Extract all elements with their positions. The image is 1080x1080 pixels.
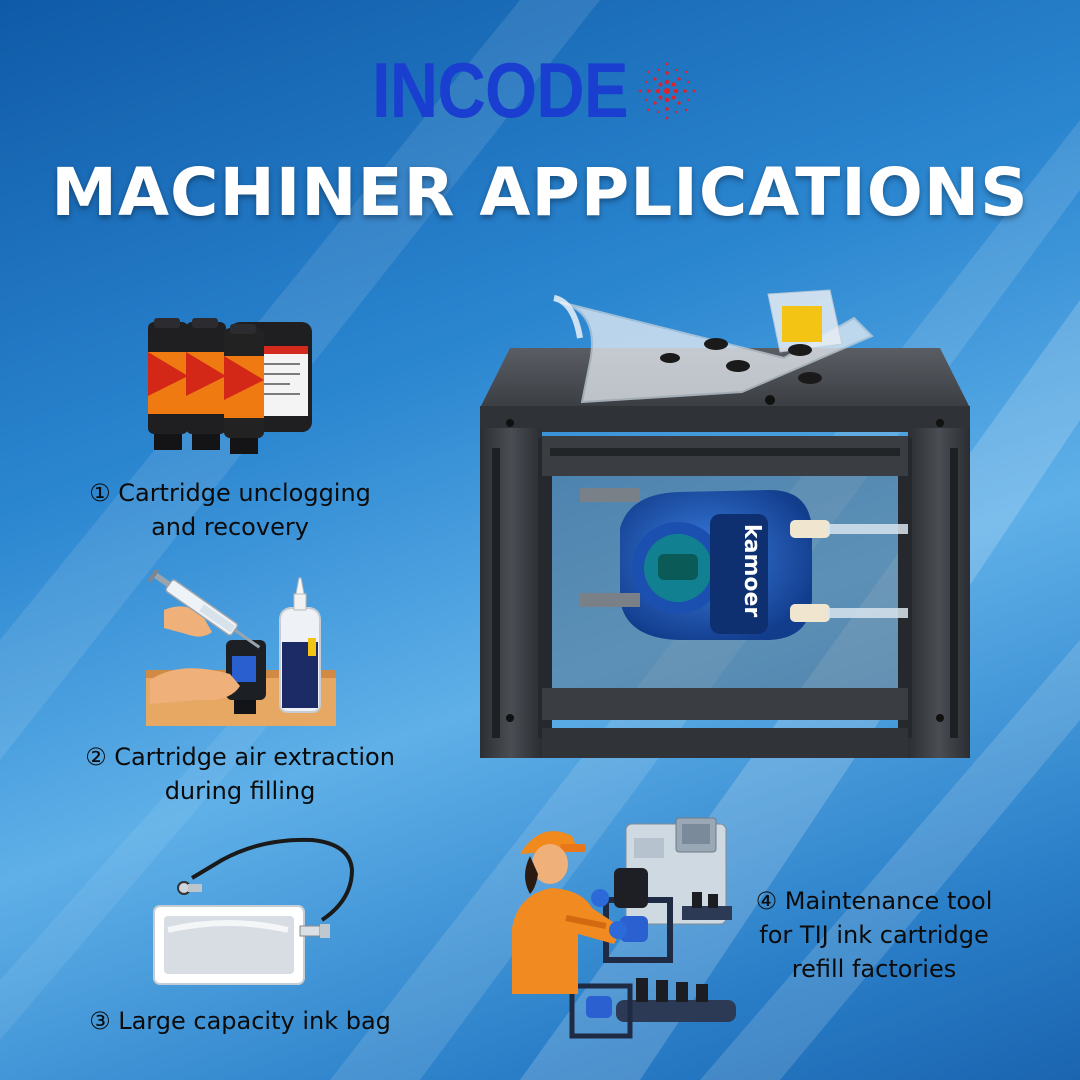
application-caption-3: ③ Large capacity ink bag [80, 1004, 400, 1038]
caption-line: during filling [164, 777, 316, 805]
factory-worker-icon [512, 817, 736, 1039]
syringe-refill-icon [146, 570, 336, 726]
caption-line: refill factories [791, 955, 957, 983]
caption-line: for TIJ ink cartridge [759, 921, 989, 949]
application-caption-1: ① Cartridge unclogging and recovery [70, 476, 390, 544]
pump-machine-image: kamoer [480, 289, 970, 758]
application-caption-2: ② Cartridge air extraction during fillin… [80, 740, 400, 808]
pump-brand-label: kamoer [739, 524, 764, 617]
page-title: MACHINER APPLICATIONS [51, 154, 1029, 231]
ink-cartridges-icon [148, 318, 312, 454]
caption-line: ② Cartridge air extraction [85, 743, 395, 771]
caption-line: and recovery [151, 513, 309, 541]
starburst-logo-icon [638, 62, 696, 120]
caption-line: ① Cartridge unclogging [89, 479, 371, 507]
caption-line: ④ Maintenance tool [755, 887, 993, 915]
application-caption-4: ④ Maintenance tool for TIJ ink cartridge… [724, 884, 1024, 986]
brand-logo-text: INCODE [372, 46, 629, 134]
ink-bag-icon [153, 837, 355, 985]
caption-line: ③ Large capacity ink bag [89, 1007, 391, 1035]
brand-logo: INCODE [372, 50, 712, 130]
